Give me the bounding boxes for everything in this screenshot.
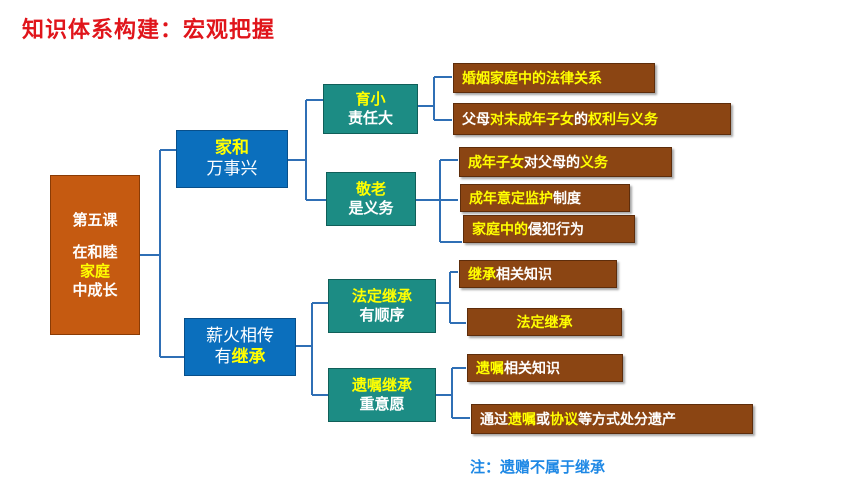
sub2-line-1: 敬老 bbox=[355, 180, 386, 199]
leaf-text-d: 权利与义务 bbox=[588, 112, 658, 128]
sub4-line-1: 遗嘱继承 bbox=[351, 376, 412, 395]
root-line-3: 家庭 bbox=[79, 262, 110, 280]
sub-testamentary-inheritance: 遗嘱继承 重意愿 bbox=[328, 368, 436, 422]
leaf-text-d: 协议 bbox=[550, 412, 578, 428]
leaf-text-a: 继承 bbox=[468, 267, 496, 283]
connector-root bbox=[140, 149, 184, 358]
leaf-domestic-infringement: 家庭中的 侵犯行为 bbox=[463, 215, 635, 243]
connector-branch1 bbox=[288, 99, 326, 201]
connector-sub4 bbox=[436, 367, 470, 419]
sub4-line-2: 重意愿 bbox=[359, 395, 405, 413]
branch1-label-a: 家和 bbox=[215, 137, 249, 158]
leaf-text-b: 侵犯行为 bbox=[528, 222, 584, 238]
sub3-line-2: 有顺序 bbox=[359, 306, 405, 324]
leaf-text-c: 的 bbox=[574, 112, 588, 128]
leaf-text-a: 家庭中的 bbox=[472, 222, 528, 238]
leaf-text-c: 或 bbox=[536, 412, 550, 428]
leaf-text-b: 相关知识 bbox=[504, 361, 560, 377]
leaf-marriage-legal-relations: 婚姻家庭中的法律关系 bbox=[453, 63, 655, 93]
leaf-adult-guardianship: 成年意定 监护 制度 bbox=[460, 184, 630, 212]
leaf-text-a: 法定继承 bbox=[516, 315, 573, 331]
footnote: 注：遗赠不属于继承 bbox=[470, 458, 606, 476]
leaf-text-e: 等方式处分遗产 bbox=[578, 412, 676, 428]
leaf-adult-children-duty: 成年子女 对父母的 义务 bbox=[459, 147, 672, 177]
leaf-text-b: 相关知识 bbox=[496, 267, 552, 283]
leaf-text-a: 成年子女 bbox=[468, 155, 524, 171]
sub-raise-children: 育小 责任大 bbox=[323, 84, 418, 134]
leaf-dispose-estate: 通过 遗嘱 或 协议 等方式处分遗产 bbox=[471, 404, 753, 434]
page-title: 知识体系构建：宏观把握 bbox=[22, 18, 276, 43]
branch-family-harmony: 家和 万事兴 bbox=[176, 130, 288, 188]
leaf-text-b: 遗嘱 bbox=[508, 412, 536, 428]
leaf-text-b: 监护 bbox=[525, 191, 553, 207]
leaf-text: 婚姻家庭中的法律关系 bbox=[462, 71, 602, 87]
leaf-text-a: 通过 bbox=[480, 412, 508, 428]
connector-branch2 bbox=[296, 302, 328, 396]
sub2-line-2: 是义务 bbox=[348, 199, 394, 217]
leaf-text-a: 成年意定 bbox=[469, 191, 525, 207]
root-line-4: 中成长 bbox=[72, 280, 118, 299]
branch2-label-a: 薪火相传 bbox=[206, 325, 274, 346]
leaf-text-b: 对父母的 bbox=[524, 155, 580, 171]
leaf-text-a: 遗嘱 bbox=[476, 361, 504, 377]
sub-respect-elders: 敬老 是义务 bbox=[326, 172, 416, 226]
connector-sub3 bbox=[436, 271, 466, 324]
branch1-label-b: 万事兴 bbox=[206, 159, 258, 179]
branch-inheritance: 薪火相传 有继承 bbox=[184, 318, 296, 376]
connector-sub2-1 bbox=[416, 159, 462, 243]
leaf-text-a: 父母 bbox=[462, 112, 490, 128]
root-node-lesson5: 第五课 在和睦 家庭 中成长 bbox=[50, 175, 140, 335]
leaf-text-c: 义务 bbox=[580, 155, 608, 171]
leaf-statutory-inheritance: 法定继承 bbox=[467, 308, 622, 336]
leaf-text-c: 制度 bbox=[553, 191, 581, 207]
branch2-label-b2: 继承 bbox=[231, 347, 266, 367]
sub3-line-1: 法定继承 bbox=[351, 287, 412, 306]
leaf-will-knowledge: 遗嘱 相关知识 bbox=[467, 354, 623, 382]
leaf-text-b: 对未成年子女 bbox=[490, 112, 574, 128]
leaf-parent-rights-duties: 父母 对未成年子女 的 权利与义务 bbox=[453, 103, 731, 135]
branch2-label-b: 有继承 bbox=[215, 347, 266, 368]
root-line-1: 第五课 bbox=[72, 210, 118, 229]
root-line-2: 在和睦 bbox=[72, 243, 118, 262]
sub1-line-2: 责任大 bbox=[347, 109, 393, 127]
leaf-inheritance-knowledge: 继承 相关知识 bbox=[459, 260, 617, 288]
sub1-line-1: 育小 bbox=[355, 90, 386, 109]
branch2-label-b1: 有 bbox=[214, 347, 232, 367]
connector-sub1-1 bbox=[418, 76, 452, 121]
sub-statutory-inheritance: 法定继承 有顺序 bbox=[328, 279, 436, 333]
